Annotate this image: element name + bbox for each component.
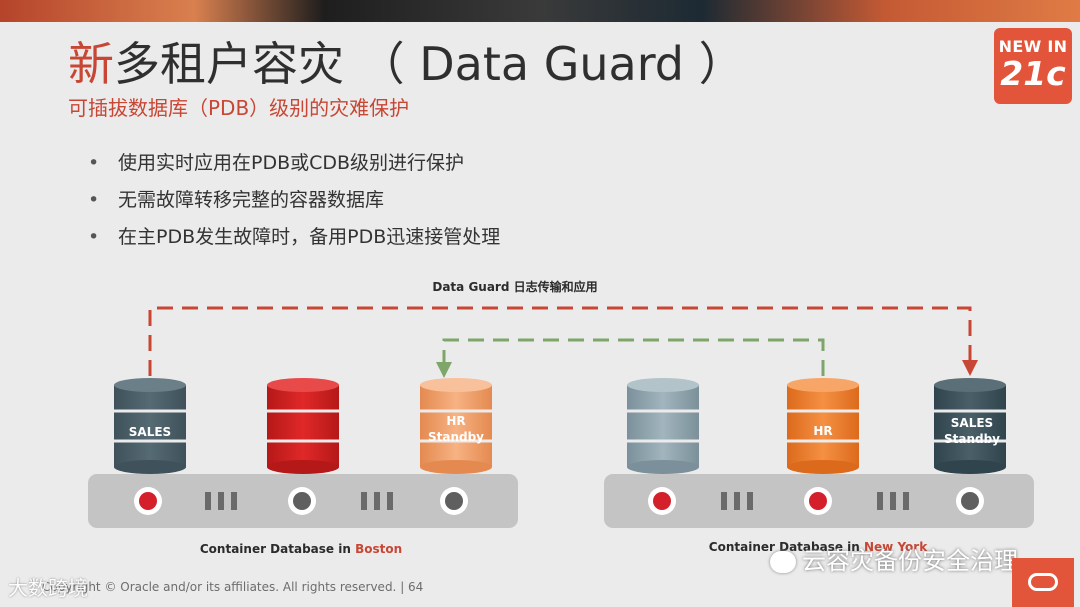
red-replication-path <box>150 308 970 376</box>
red-arrow-head-icon <box>962 360 978 376</box>
db-label-sales-standby-line2: Standby <box>944 432 1000 446</box>
green-replication-path <box>444 340 823 376</box>
wechat-icon <box>770 551 796 573</box>
database-red-icon <box>267 378 339 474</box>
watermark-right: 云容灾备份安全治理 <box>770 541 1018 576</box>
db-label-sales: SALES <box>129 425 171 439</box>
db-label-hr-standby-line2: Standby <box>428 430 484 444</box>
db-label-sales-standby-line1: SALES <box>951 416 993 430</box>
data-guard-flow-label: Data Guard 日志传输和应用 <box>432 279 597 294</box>
db-label-hr-standby-line1: HR <box>446 414 465 428</box>
database-gray-icon <box>627 378 699 474</box>
right-container-server <box>604 474 1034 528</box>
green-arrow-head-icon <box>436 362 452 378</box>
db-label-hr: HR <box>813 424 832 438</box>
oracle-logo-icon <box>1012 558 1074 607</box>
left-container-caption: Container Database in Boston <box>200 542 402 556</box>
watermark-left: 大数跨境 <box>8 572 88 601</box>
watermark-right-text: 云容灾备份安全治理 <box>802 547 1018 575</box>
copyright-footer: Copyright © Oracle and/or its affiliates… <box>42 580 423 594</box>
left-container-city: Boston <box>355 542 402 556</box>
left-container-server <box>88 474 518 528</box>
left-container-caption-label: Container Database in <box>200 542 355 556</box>
